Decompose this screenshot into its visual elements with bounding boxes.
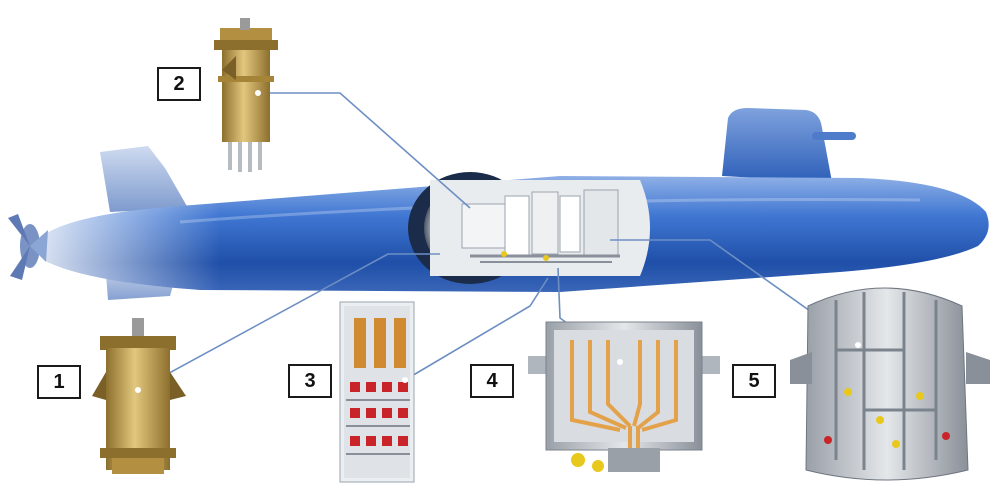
- label-3: 3: [288, 364, 332, 398]
- leader-line-2: [258, 92, 471, 209]
- propeller: [8, 214, 48, 280]
- reactor-compartment: [461, 189, 620, 263]
- label-2: 2: [157, 67, 201, 101]
- label-1: 1: [37, 365, 81, 399]
- component-5-vessel: [790, 287, 990, 481]
- label-5: 5: [732, 364, 776, 398]
- component-3-assembly: [339, 301, 415, 483]
- leader-line-1: [137, 253, 440, 391]
- tail-fin-upper: [100, 146, 188, 212]
- hull-cutaway: [408, 172, 650, 284]
- component-1-vessel: [92, 318, 186, 474]
- component-4-tank: [528, 321, 720, 472]
- leader-line-3: [404, 277, 549, 381]
- component-2-vessel: [214, 18, 278, 172]
- sail-plane: [812, 132, 856, 140]
- sail: [722, 108, 832, 182]
- label-4: 4: [470, 364, 514, 398]
